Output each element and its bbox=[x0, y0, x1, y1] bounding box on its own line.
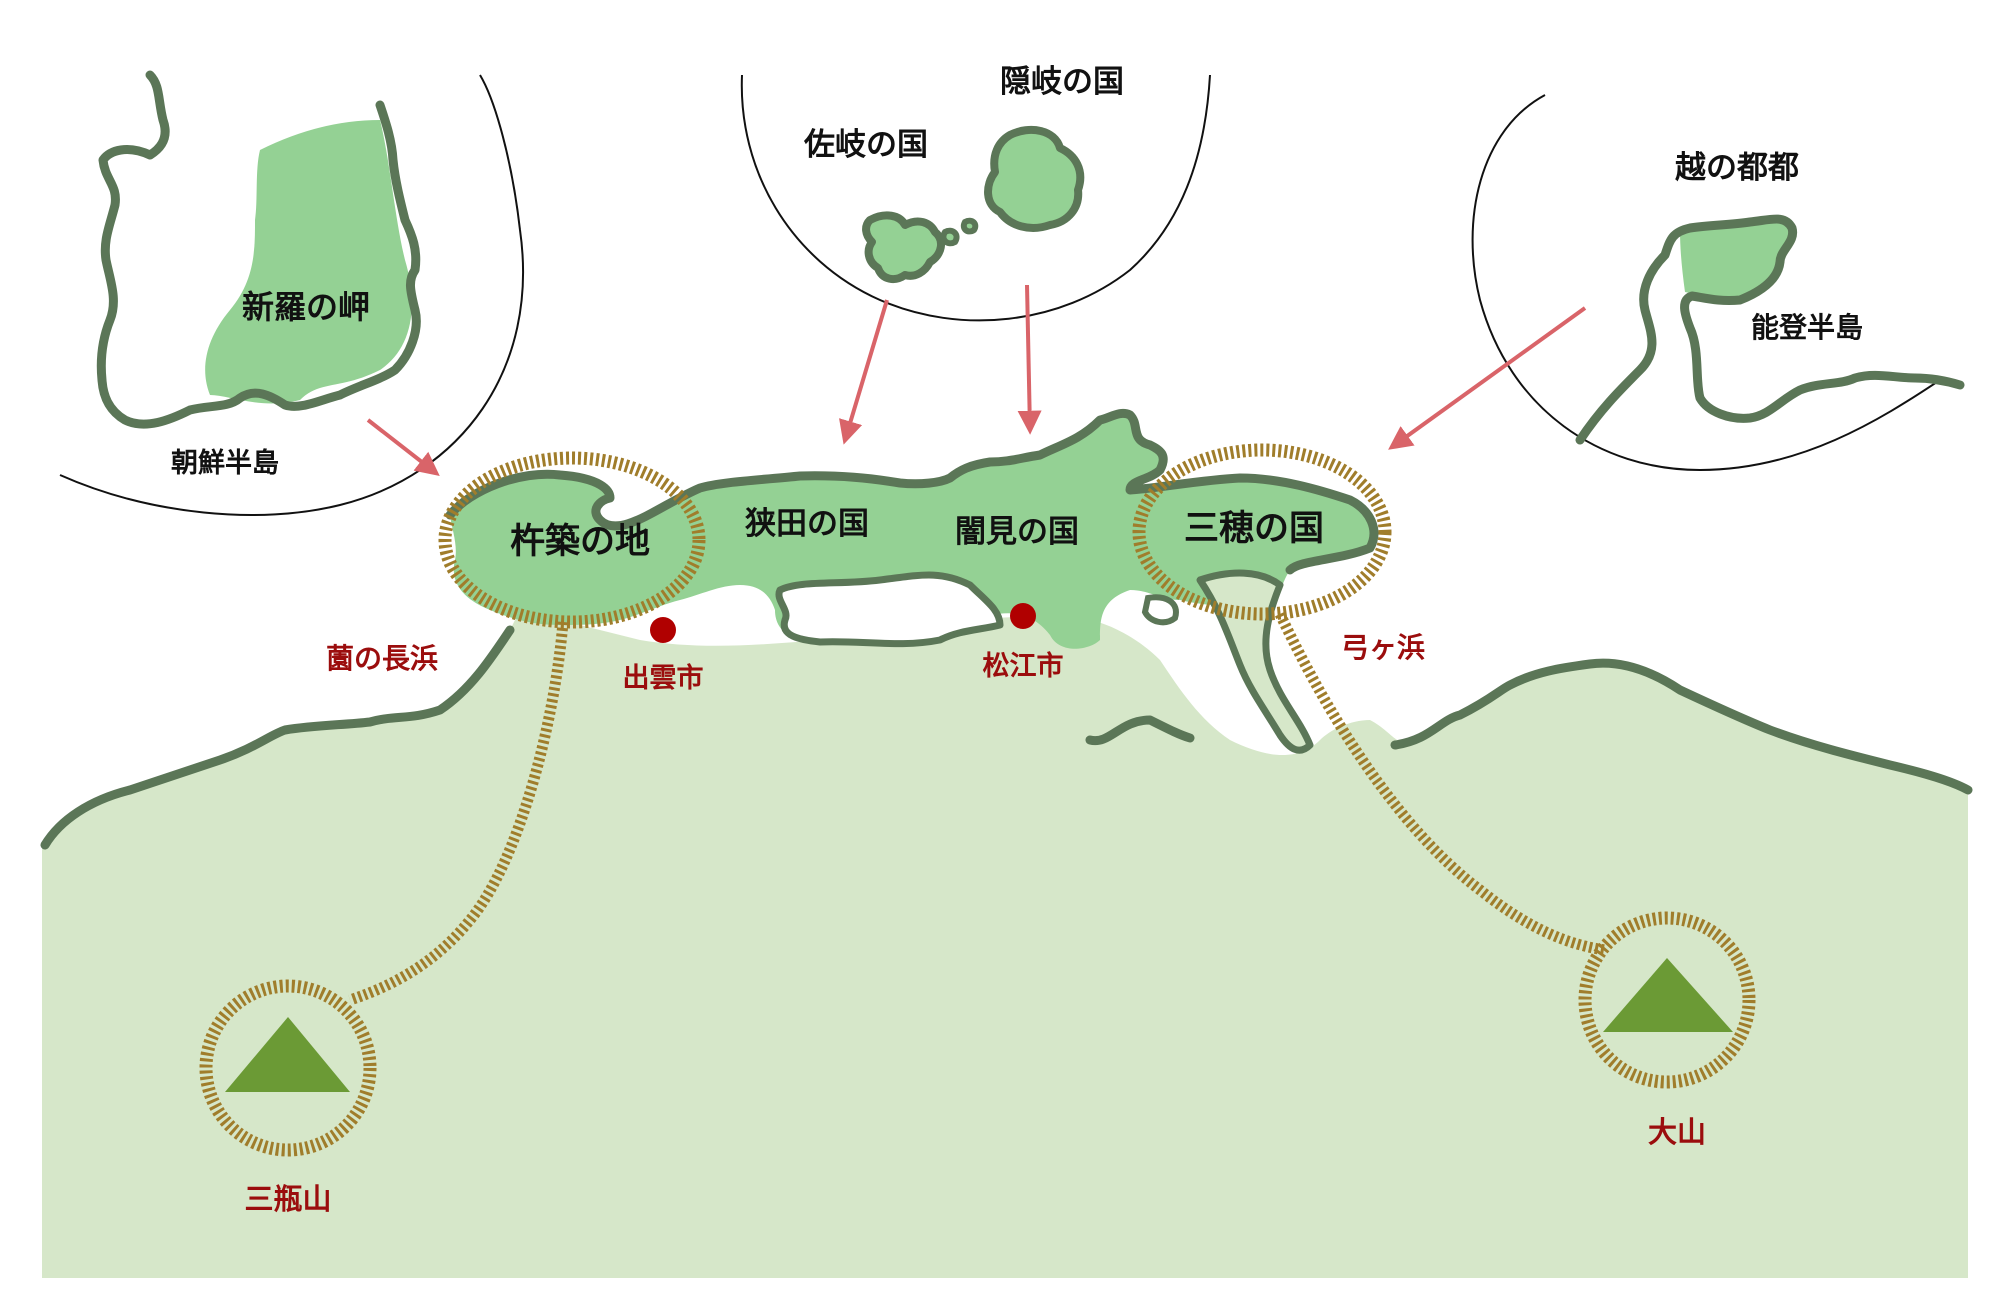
rope-daisen bbox=[1275, 611, 1606, 956]
label-yumigahama: 弓ヶ浜 bbox=[1341, 631, 1425, 664]
oki-islet-1 bbox=[940, 227, 960, 247]
daisen-mountain-icon bbox=[1603, 958, 1733, 1032]
yumigahama-spit bbox=[1196, 569, 1314, 754]
sanbe-mountain-icon bbox=[225, 1017, 350, 1092]
arrow-saki-to-sada bbox=[839, 299, 889, 445]
label-sanbe: 三瓶山 bbox=[244, 1182, 331, 1216]
shimane-coastline bbox=[445, 408, 1379, 575]
mainland bbox=[42, 610, 1970, 1278]
label-oki: 隠岐の国 bbox=[1000, 64, 1124, 100]
label-sada: 狭田の国 bbox=[745, 506, 869, 542]
rope-ring-miho bbox=[1132, 443, 1392, 621]
arrow-korea-to-kizuki bbox=[366, 418, 440, 476]
korea-coastline bbox=[96, 70, 421, 429]
shimane-peninsula bbox=[450, 413, 1374, 649]
noto-highlight bbox=[1680, 218, 1791, 300]
label-izumo: 出雲市 bbox=[623, 662, 704, 694]
label-daisen: 大山 bbox=[1648, 1115, 1706, 1149]
rope-ring-sanbe bbox=[199, 979, 377, 1157]
matsue-dot-icon bbox=[1010, 603, 1036, 629]
label-noto: 能登半島 bbox=[1751, 311, 1863, 344]
label-shiragi: 新羅の岬 bbox=[242, 288, 370, 326]
izumo-dot-icon bbox=[650, 617, 676, 643]
arrow-oki-to-kurami bbox=[1017, 284, 1042, 435]
label-koshi: 越の都都 bbox=[1675, 150, 1799, 186]
rope-ring-kizuki bbox=[438, 451, 706, 629]
label-sono: 薗の長浜 bbox=[326, 642, 438, 675]
oki-islet-2 bbox=[960, 217, 979, 235]
nakaumi-island bbox=[1141, 594, 1179, 626]
rope-ring-daisen bbox=[1578, 911, 1756, 1089]
label-chosen: 朝鮮半島 bbox=[171, 447, 279, 479]
noto-coastline bbox=[1575, 214, 1965, 445]
arrow-noto-to-miho bbox=[1388, 306, 1587, 450]
oki-dozen bbox=[862, 211, 945, 284]
label-kurami: 闇見の国 bbox=[955, 514, 1079, 550]
label-matsue: 松江市 bbox=[983, 650, 1064, 682]
inset-circle-oki bbox=[740, 74, 1211, 322]
oki-dogo bbox=[984, 125, 1085, 232]
inset-circle-korea bbox=[59, 74, 525, 516]
shinji-lake bbox=[775, 571, 1004, 648]
mainland-coastline bbox=[40, 625, 1973, 850]
label-saki: 佐岐の国 bbox=[803, 127, 928, 163]
shiragi-highlight bbox=[205, 120, 412, 404]
rope-sanbe bbox=[348, 621, 569, 1006]
label-miho: 三穂の国 bbox=[1184, 509, 1324, 549]
inset-circle-noto bbox=[1471, 94, 1941, 472]
label-kizuki: 杵築の地 bbox=[510, 522, 650, 562]
